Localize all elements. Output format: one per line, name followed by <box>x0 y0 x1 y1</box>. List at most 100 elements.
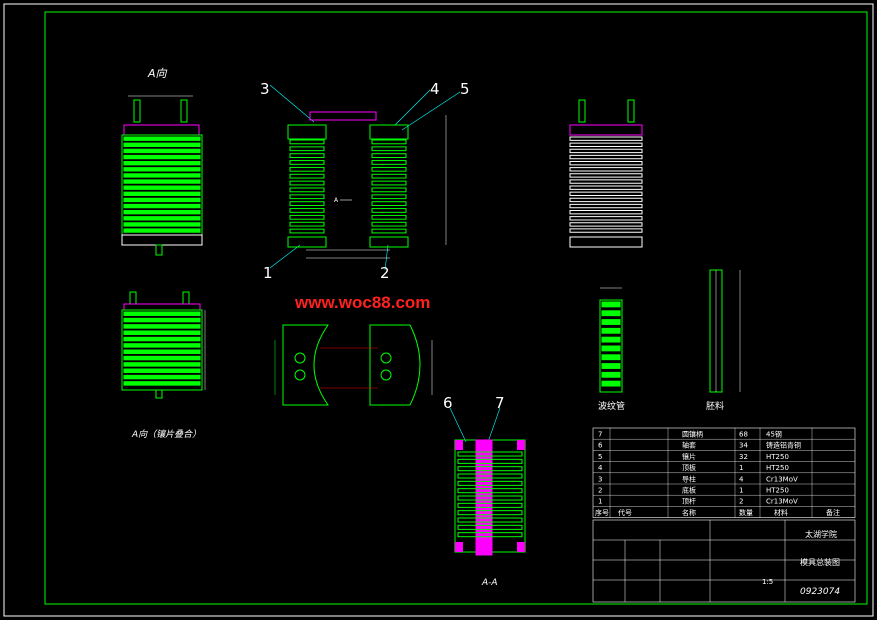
bom-row-material: 45钢 <box>766 430 782 439</box>
bom-row-name: 轴套 <box>682 441 696 450</box>
side-view-fin <box>569 203 643 209</box>
side-view-fin <box>569 228 643 233</box>
a-view: A向 <box>121 67 203 256</box>
bom-row-qty: 32 <box>739 453 748 461</box>
a-view-assembly-fin <box>123 362 201 367</box>
front-fin-left <box>289 201 325 206</box>
front-fin-left <box>289 194 325 200</box>
ripple-tube-fin <box>601 310 621 317</box>
section-fin <box>457 488 523 494</box>
section-fin <box>457 517 523 523</box>
front-fin-right <box>371 221 407 227</box>
front-fin-left <box>289 166 325 172</box>
a-view-fin <box>123 161 201 166</box>
front-view: A <box>269 84 461 271</box>
a-view-assembly-fin <box>123 317 201 323</box>
bom-row-material: HT250 <box>766 487 789 495</box>
a-view-assembly: A向（镶片叠合） <box>121 291 206 440</box>
part-number-4: 4 <box>430 80 440 98</box>
side-view-fin <box>569 161 643 166</box>
section-fin <box>457 473 523 479</box>
section-title: A-A <box>481 578 498 588</box>
section-fin <box>457 502 523 508</box>
front-fin-left <box>289 208 325 213</box>
side-view-fins <box>569 136 643 233</box>
front-fin-right <box>371 146 407 152</box>
bom-row-no: 1 <box>598 498 602 506</box>
sheet-inner-border <box>44 11 868 605</box>
ripple-tube-fin <box>601 345 621 352</box>
part-number-3: 3 <box>260 80 270 98</box>
ripple-tube-fin <box>601 336 621 343</box>
title-block: 太湖学院 模具总装图 0923074 1:5 <box>592 519 856 603</box>
drawing-scale: 1:5 <box>762 578 773 586</box>
part-number-2: 2 <box>380 264 390 282</box>
front-fin-right <box>371 160 407 165</box>
a-view-assembly-fin <box>123 343 201 348</box>
a-view-fin <box>123 222 201 227</box>
section-fins <box>457 451 523 538</box>
bom-row-name: 导柱 <box>682 474 696 483</box>
front-section-marker: A <box>334 197 339 204</box>
a-view-assembly-fin <box>123 355 201 361</box>
section-fin <box>457 495 523 501</box>
blank-part: 胚料 <box>706 269 741 412</box>
bom-row-no: 5 <box>598 453 602 461</box>
bom-row-no: 6 <box>598 442 603 450</box>
front-fin-left <box>289 214 325 220</box>
bom-header-no: 序号 <box>595 508 609 517</box>
sheet-outer-border <box>3 3 874 617</box>
bom-row-name: 底板 <box>682 486 696 495</box>
drawing-title: 模具总装图 <box>800 557 840 567</box>
a-view-fin <box>123 142 201 147</box>
side-view-fin <box>569 210 643 215</box>
ripple-tube-fin <box>601 327 621 334</box>
front-fin-right <box>371 208 407 213</box>
ripple-tube-fin <box>601 363 621 369</box>
section-fin <box>457 480 523 486</box>
side-view <box>569 99 643 248</box>
section-fin <box>457 532 523 538</box>
front-fin-left <box>289 146 325 152</box>
a-view-assembly-fin <box>123 381 201 386</box>
front-fin-left <box>289 173 325 179</box>
a-view-fin <box>123 197 201 203</box>
bom-header-code: 代号 <box>618 508 632 517</box>
bom-row-material: HT250 <box>766 453 789 461</box>
a-view-fin <box>123 210 201 215</box>
side-view-fin <box>569 191 643 196</box>
section-a-a: A-A <box>449 407 526 588</box>
front-fin-right <box>371 166 407 172</box>
a-view-title: A向 <box>147 67 168 80</box>
front-fin-right <box>371 173 407 179</box>
front-fin-right <box>371 180 407 186</box>
side-view-fin <box>569 179 643 184</box>
section-fin <box>457 510 523 516</box>
section-fin <box>457 524 523 530</box>
side-view-fin <box>569 136 643 141</box>
ripple-tube-fin <box>601 380 621 387</box>
a-view-assembly-fin <box>123 349 201 354</box>
a-view-fin <box>123 154 201 160</box>
bom-row-qty: 1 <box>739 464 743 472</box>
ripple-tube-fin <box>601 319 621 325</box>
front-fin-left <box>289 228 325 234</box>
a-view-fin <box>123 228 201 233</box>
a-view-top-plate <box>123 124 200 136</box>
a-view-assembly-fin <box>123 330 201 335</box>
bom-row-name: 圆镶柄 <box>682 430 703 439</box>
side-view-fin <box>569 216 643 221</box>
section-fin <box>457 466 523 472</box>
a-view-fin <box>123 185 201 190</box>
watermark: www.woc88.com <box>294 293 430 312</box>
bom-row-name: 顶板 <box>682 463 696 472</box>
ripple-tube-fin <box>601 354 621 361</box>
a-view-fin <box>123 167 201 172</box>
front-fin-left <box>289 180 325 186</box>
bom-row-name: 镶片 <box>682 452 696 461</box>
front-fins-left <box>289 139 325 234</box>
bom-row-no: 7 <box>598 431 602 439</box>
a-view-fins <box>123 136 201 233</box>
front-fin-right <box>371 201 407 206</box>
